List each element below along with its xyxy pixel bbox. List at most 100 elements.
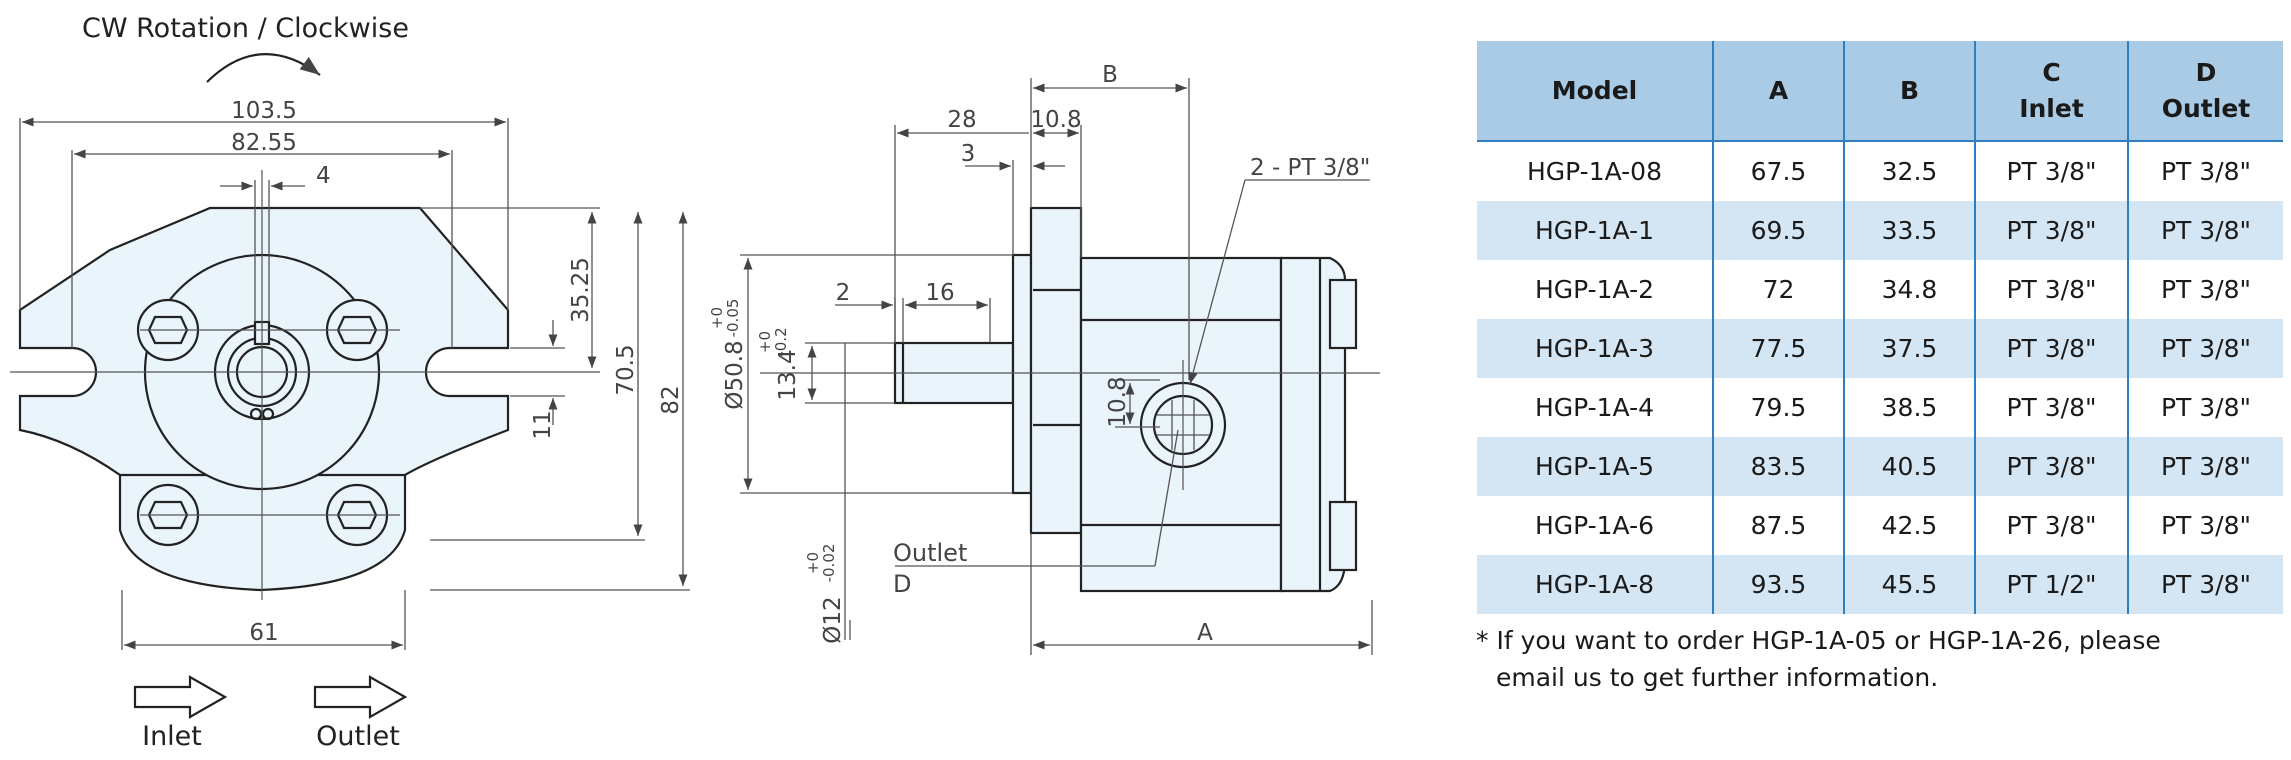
cell-a: 83.5	[1713, 437, 1845, 496]
dim-slot: 11	[530, 410, 556, 439]
cell-c: PT 3/8"	[1975, 319, 2129, 378]
cell-a: 93.5	[1713, 555, 1845, 614]
cell-d: PT 3/8"	[2160, 511, 2252, 540]
cell-d: PT 3/8"	[2160, 393, 2252, 422]
dim-key-tol-upper: +0	[756, 331, 774, 353]
rotation-arrow-icon	[206, 53, 321, 83]
cell-d: PT 3/8"	[2128, 319, 2283, 378]
dim-shaft-tol-lower: -0.02	[820, 544, 838, 583]
cell-d: PT 3/8"	[2128, 437, 2283, 496]
inlet-arrow-icon	[133, 675, 228, 719]
dim-key-tol-lower: -0.2	[772, 327, 790, 356]
table-row: HGP-1A-08 67.5 32.5 PT 3/8" PT 3/8"	[1477, 141, 2283, 201]
cell-d: PT 3/8"	[2128, 555, 2283, 614]
cell-model: HGP-1A-4	[1477, 378, 1714, 437]
table-row: HGP-1A-1 69.5 33.5 PT 3/8" PT 3/8"	[1477, 201, 2283, 260]
technical-drawing: CW Rotation / Clockwise	[10, 13, 1380, 752]
port-arrows: Inlet Outlet	[133, 675, 408, 752]
rotation-label: CW Rotation / Clockwise	[82, 13, 409, 44]
header-a: A	[1713, 41, 1845, 141]
dim-b: B	[1102, 62, 1118, 88]
cell-b: 32.5	[1844, 141, 1976, 201]
order-note: * If you want to order HGP-1A-05 or HGP-…	[1476, 622, 2266, 696]
outlet-label: Outlet	[316, 721, 400, 752]
cell-model: HGP-1A-08	[1477, 141, 1714, 201]
header-model: Model	[1477, 41, 1714, 141]
cell-a: 67.5	[1713, 141, 1845, 201]
dim-pilot-dia: Ø50.8	[722, 340, 748, 409]
dim-key-height: 13.4	[775, 349, 801, 400]
dim-port: 10.8	[1105, 376, 1131, 427]
dim-2: 2	[836, 280, 851, 306]
cell-c: PT 3/8"	[1975, 378, 2129, 437]
dim-a: A	[1197, 620, 1213, 646]
dim-pilot-tol-upper: +0	[708, 307, 726, 329]
table-row: HGP-1A-3 77.5 37.5 PT 3/8" PT 3/8"	[1477, 319, 2283, 378]
cell-b: 33.5	[1844, 201, 1976, 260]
dim-shaft-dia: Ø12	[820, 596, 846, 643]
side-flange	[1029, 206, 1083, 535]
dim-28: 28	[947, 107, 976, 133]
header-b: B	[1844, 41, 1976, 141]
dim-bolt-spacing: 82.55	[231, 130, 297, 156]
outlet-arrow-icon	[313, 675, 408, 719]
order-note-line-1: * If you want to order HGP-1A-05 or HGP-…	[1476, 626, 2161, 655]
cell-c: PT 3/8"	[1975, 260, 2129, 319]
dim-shaft-height: 35.25	[568, 257, 594, 323]
cell-model: HGP-1A-2	[1477, 260, 1714, 319]
cell-b: 42.5	[1844, 496, 1976, 555]
inlet-label: Inlet	[142, 721, 202, 752]
table-row: HGP-1A-8 93.5 45.5 PT 1/2" PT 3/8"	[1477, 555, 2283, 614]
cell-a: 69.5	[1713, 201, 1845, 260]
side-view: B 28 10.8 3 2 - PT 3/8" 2 16 Ø50.8 +0 -0…	[708, 62, 1380, 655]
cell-model: HGP-1A-1	[1477, 201, 1714, 260]
cell-c: PT 3/8"	[1975, 141, 2129, 201]
dim-bolt-height: 70.5	[613, 344, 639, 395]
port-thread-label: 2 - PT 3/8"	[1250, 155, 1370, 181]
dim-key-width: 4	[316, 163, 331, 189]
table-row: HGP-1A-6 87.5 42.5 PT 3/8" PT 3/8"	[1477, 496, 2283, 555]
cell-b: 38.5	[1844, 378, 1976, 437]
cell-d: PT 3/8"	[2128, 201, 2283, 260]
cell-c: PT 3/8"	[1975, 437, 2129, 496]
table-row: HGP-1A-5 83.5 40.5 PT 3/8" PT 3/8"	[1477, 437, 2283, 496]
dim-pilot-tol-lower: -0.05	[724, 299, 742, 338]
dim-base-width: 61	[249, 620, 278, 646]
cell-a: 87.5	[1713, 496, 1845, 555]
cell-c: PT 3/8"	[1975, 496, 2129, 555]
side-outlet-letter: D	[893, 570, 911, 598]
cell-a: 77.5	[1713, 319, 1845, 378]
dim-shaft-tol-upper: +0	[804, 552, 822, 574]
dim-overall-width: 103.5	[231, 98, 297, 124]
cell-d: PT 3/8"	[2160, 157, 2252, 186]
cell-b: 45.5	[1844, 555, 1976, 614]
cell-b: 34.8	[1844, 260, 1976, 319]
order-note-line-2: email us to get further information.	[1496, 663, 1939, 692]
dim-10-8-top: 10.8	[1030, 107, 1081, 133]
cell-model: HGP-1A-5	[1477, 437, 1714, 496]
table-row: HGP-1A-4 79.5 38.5 PT 3/8" PT 3/8"	[1477, 378, 2283, 437]
dim-16: 16	[925, 280, 954, 306]
cell-a: 72	[1713, 260, 1845, 319]
table-row: HGP-1A-2 72 34.8 PT 3/8" PT 3/8"	[1477, 260, 2283, 319]
front-pin-a	[249, 407, 263, 421]
dim-overall-height: 82	[658, 385, 684, 414]
cell-model: HGP-1A-8	[1477, 555, 1714, 614]
front-pin-b	[261, 407, 275, 421]
cell-a: 79.5	[1713, 378, 1845, 437]
cell-c: PT 1/2"	[1975, 555, 2129, 614]
cell-b: 37.5	[1844, 319, 1976, 378]
side-outlet-label: Outlet	[893, 539, 967, 567]
cell-model: HGP-1A-3	[1477, 319, 1714, 378]
cell-model: HGP-1A-6	[1477, 496, 1714, 555]
cell-d: PT 3/8"	[2160, 275, 2252, 304]
side-pilot	[1011, 253, 1033, 495]
dim-3: 3	[961, 141, 976, 167]
front-view: 103.5 82.55 4 61 35.25 70.5 82 11	[10, 98, 690, 650]
cell-c: PT 3/8"	[1975, 201, 2129, 260]
cell-b: 40.5	[1844, 437, 1976, 496]
